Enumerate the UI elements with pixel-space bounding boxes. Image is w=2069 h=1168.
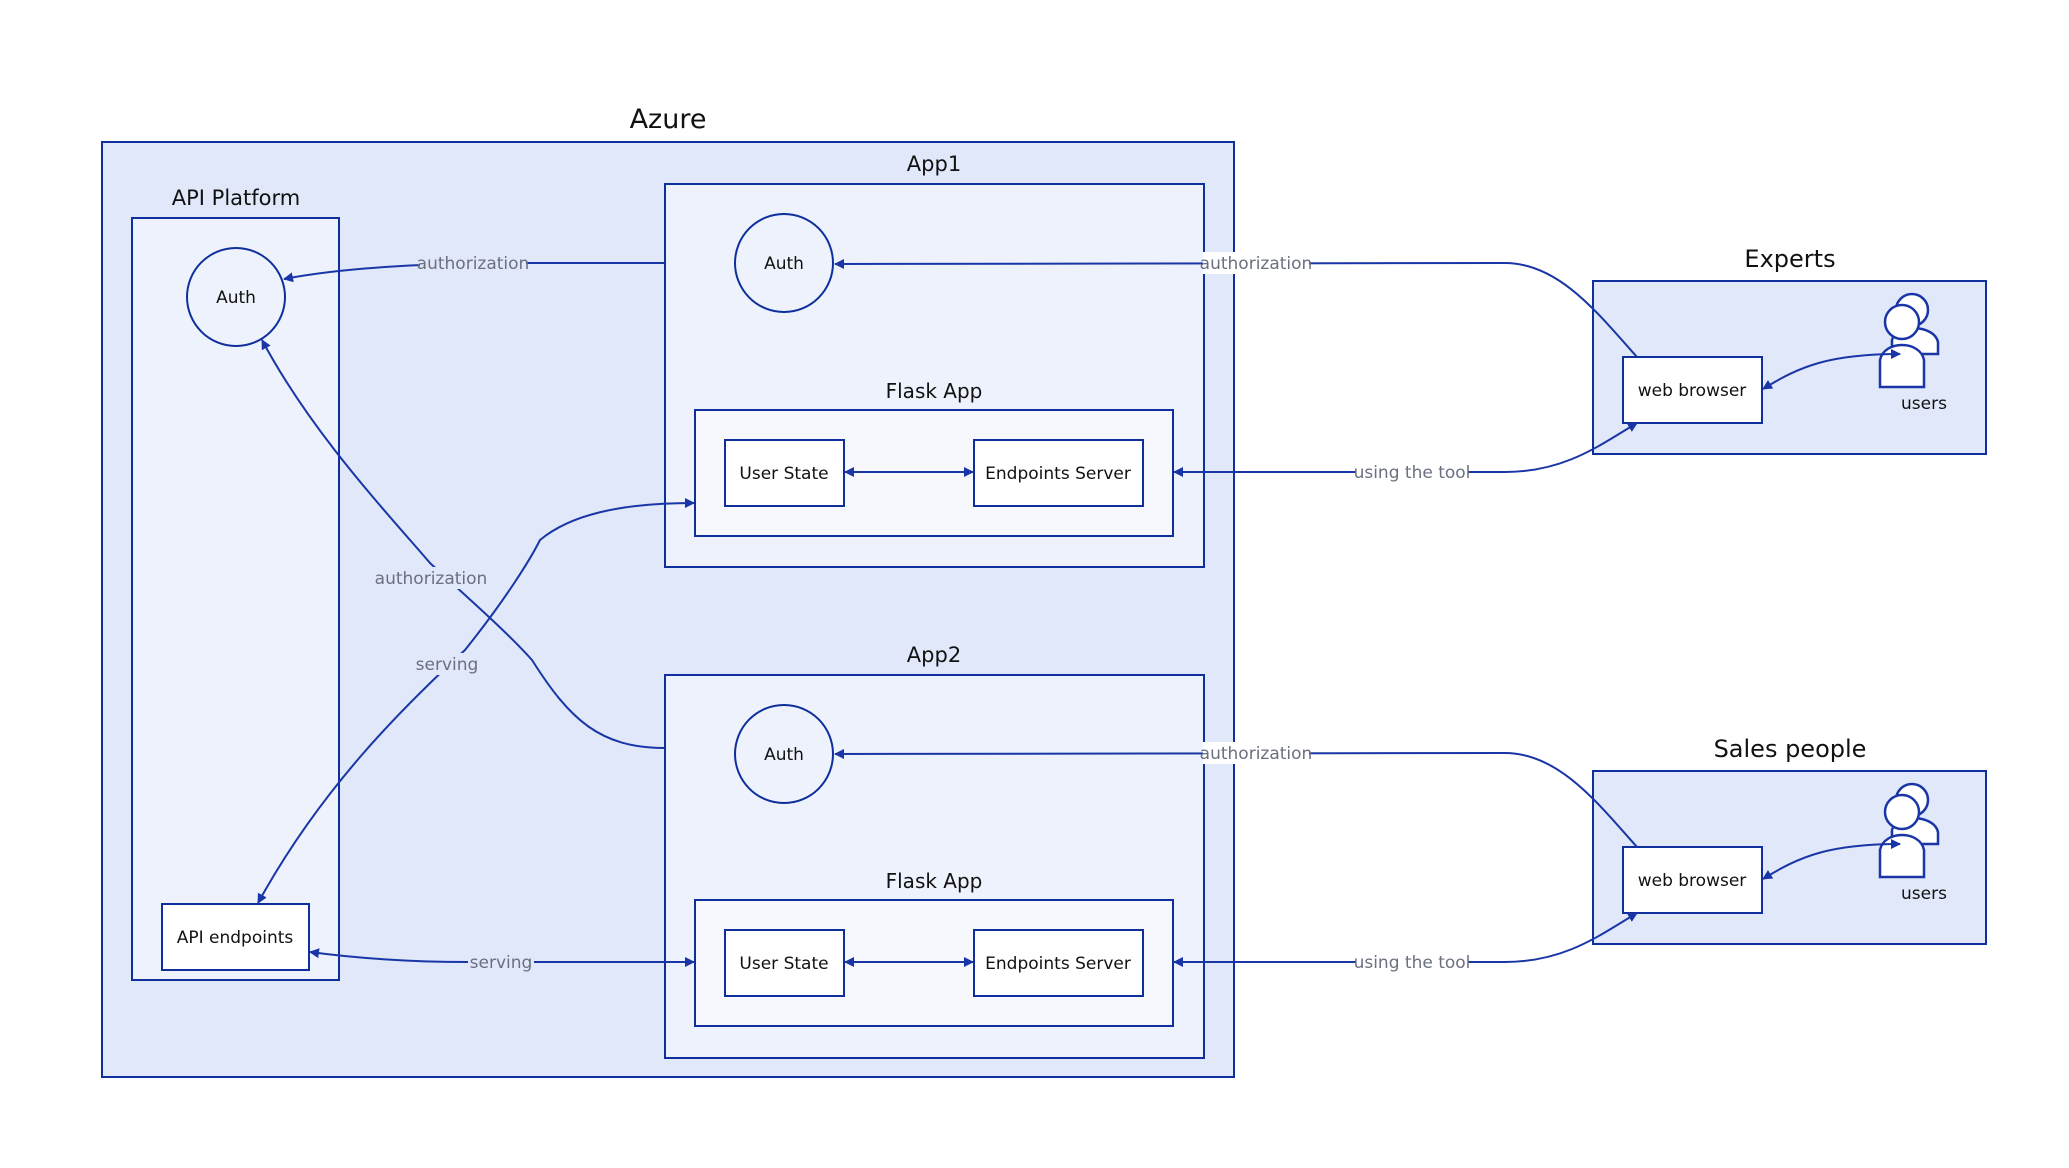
app2-auth-label: Auth [764,745,804,765]
azure-title: Azure [630,104,707,135]
api-auth-node[interactable]: Auth [186,247,286,347]
sales-container: Sales people web browser users [1592,735,1987,945]
app1-container: App1 Auth Flask App User State Endpoints… [664,152,1205,568]
app2-flask-title: Flask App [886,869,983,893]
app1-auth-node[interactable]: Auth [734,213,834,313]
app2-user-state-node[interactable]: User State [724,929,845,997]
app1-flask-container: Flask App User State Endpoints Server [694,379,1174,537]
edge-experts-to-app1-tool [1173,422,1638,477]
app1-user-state-label: User State [739,464,828,484]
experts-users-label: users [1901,394,1947,414]
edge-label-sales-tool: using the tool [1354,953,1471,973]
app1-endpoints-server-node[interactable]: Endpoints Server [973,439,1144,507]
edge-sales-users-browser [1762,839,1901,880]
edge-label-app2-api-auth: authorization [375,569,488,589]
app1-title: App1 [907,152,961,176]
edge-label-api-app2-serving: serving [470,953,533,973]
edge-label-api-app1-serving: serving [416,655,479,675]
edge-experts-users-browser [1762,349,1901,390]
edge-sales-to-app2-tool [1173,912,1638,967]
app1-auth-label: Auth [764,254,804,274]
edge-api-to-app2-serving [309,948,695,967]
app1-endpoints-server-label: Endpoints Server [985,464,1131,484]
api-endpoints-label: API endpoints [177,928,294,948]
edge-label-experts-tool: using the tool [1354,463,1471,483]
experts-web-browser-node[interactable]: web browser [1622,356,1763,424]
edge-experts-to-app1-auth [834,258,1638,358]
edge-sales-to-app2-auth [834,748,1638,848]
sales-web-browser-label: web browser [1638,871,1747,891]
app1-flask-title: Flask App [886,379,983,403]
app2-container: App2 Auth Flask App User State Endpoints… [664,643,1205,1059]
app2-title: App2 [907,643,961,667]
sales-title: Sales people [1714,735,1867,763]
experts-web-browser-label: web browser [1638,381,1747,401]
app2-user-state-label: User State [739,954,828,974]
api-endpoints-node[interactable]: API endpoints [161,903,310,971]
app2-endpoints-server-node[interactable]: Endpoints Server [973,929,1144,997]
edge-label-experts-auth: authorization [1200,254,1313,274]
sales-users-label: users [1901,884,1947,904]
edges [257,258,1901,967]
app1-user-state-node[interactable]: User State [724,439,845,507]
app2-auth-node[interactable]: Auth [734,704,834,804]
edge-labels: authorization authorization using the to… [375,252,1471,973]
api-platform-title: API Platform [172,186,300,210]
edge-label-app1-api-auth: authorization [417,254,530,274]
experts-title: Experts [1744,245,1835,273]
edge-label-sales-auth: authorization [1200,744,1313,764]
api-platform-container: API Platform Auth API endpoints [131,186,340,981]
sales-web-browser-node[interactable]: web browser [1622,846,1763,914]
app2-endpoints-server-label: Endpoints Server [985,954,1131,974]
api-auth-label: Auth [216,288,256,308]
experts-container: Experts web browser users [1592,245,1987,455]
edge-api-to-app1-serving [257,498,695,904]
